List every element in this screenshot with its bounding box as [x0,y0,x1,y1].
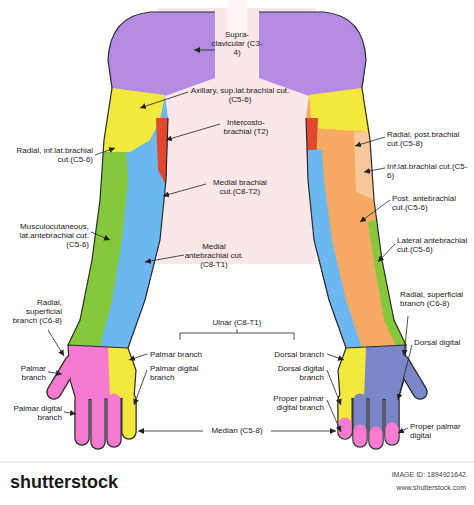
finger [370,400,383,442]
nerve-label: Inf.lat.brachial cut.(C5-6) [387,162,471,180]
finger [123,400,136,432]
fingertip [354,431,367,440]
leader-line [166,124,220,140]
leader-line [360,200,390,222]
stock-bar-rule [0,462,474,463]
ulnar-dorsum-area [338,347,366,399]
finger-outline [106,400,122,440]
leader-line [327,370,341,405]
finger-outline [368,400,384,442]
nerve-label: Proper palmar digital branch [262,394,324,412]
nerve-label: Dorsal digital branch [264,364,324,382]
arm-outline [259,12,406,345]
thumb-outline [402,362,420,392]
nerve-label: Palmar branch [150,350,210,359]
stock-bar [0,462,474,505]
supraclavicular-area [108,12,215,96]
image-id: IMAGE ID: 1894921642 [336,471,466,479]
fingertip [386,429,399,438]
nerve-label: Palmar branch [4,364,46,382]
median-palm-area [68,345,136,400]
finger-outline [74,400,90,438]
finger-outline [352,400,368,440]
leader-line [129,354,147,360]
leader-line [140,92,188,108]
nerve-label: Medial antebrachial cut.(C8-T1) [183,242,245,270]
finger [339,400,352,432]
arm-outline [306,118,346,348]
nerve-label: Radial, inf.lat.brachial cut.(C5-6) [5,146,93,164]
finger-outline [384,400,400,438]
supraclavicular-area [259,12,366,96]
watermark-url: www.shutterstock.com [336,484,466,492]
leader-line [163,184,206,196]
nerve-label: Proper palmar digital [410,422,470,440]
thumb-outline [54,362,72,392]
fingers [54,362,129,442]
nerve-label: Intercosto- brachial (T2) [215,118,277,136]
nerve-label: Palmar digital branch [4,404,62,422]
thumb [402,362,420,392]
ulnar-bracket [180,329,294,340]
nerve-label: Medial brachial cut.(C8-T2) [207,178,273,196]
nerve-label: Lateral antebrachial cut.(C5-6) [397,236,471,254]
fingertip [370,433,383,442]
leader-line [134,370,147,405]
finger [354,400,367,440]
nerve-label: Post. antebrachial cut.(C5-6) [392,194,470,212]
arm-outline [128,118,168,348]
nerve-label: Supra- clavicular (C3-4) [210,30,264,58]
leader-line [355,137,385,146]
leader-line [145,255,184,262]
leader-lines [48,50,412,433]
hand-outline [338,345,406,400]
nerve-label: Radial, post.brachial cut.(C5-8) [387,130,471,148]
watermark-logo: shutterstock [10,472,160,493]
nerve-group-label: Median (C5-8) [197,426,277,435]
finger-outline [90,400,106,442]
leader-line [194,50,215,51]
ulnar-palm-area [108,347,136,399]
finger [108,400,121,440]
axillary-area [104,88,165,152]
nerve-label: Dorsal branch [264,350,324,359]
nerve-label: Palmar digital branch [150,364,210,382]
inf-lat-brachial-area [354,132,374,200]
leader-line [48,372,62,374]
posterior-area [306,88,406,348]
finger [92,400,105,442]
leader-line [91,232,110,240]
fingers [345,362,420,442]
arm-outline [68,12,215,345]
leader-line [327,400,341,432]
leader-line [48,330,64,356]
leader-line [378,244,395,262]
nerve-label: Radial, superficial branch (C6-8) [400,290,470,308]
hand-outline [68,345,136,400]
nerve-label: Radial, superficial branch (C6-8) [4,298,62,326]
finger [76,400,89,438]
leader-line [138,431,203,432]
nerve-group-label: Ulnar (C8-T1) [197,318,277,327]
medial-antebrachial-area [68,88,168,348]
nerve-label: Musculocutaneous, lat.antebrachial cut.(… [5,222,89,250]
leader-line [271,431,336,432]
finger-outline [337,400,353,432]
nerve-label: Axillary, sup.lat.brachial cut.(C5-6) [184,86,296,104]
axillary-area [309,88,370,132]
leader-line [95,148,115,155]
thumb [54,362,72,392]
finger [386,400,399,438]
leader-line [364,168,385,172]
leader-line [398,428,408,433]
leader-line [64,412,76,414]
right-arm [259,12,420,442]
leader-line [398,345,412,400]
nerve-label: Dorsal digital [414,338,470,347]
leader-line [404,316,408,356]
leader-line [327,354,344,360]
radial-dorsum-area [338,345,406,400]
